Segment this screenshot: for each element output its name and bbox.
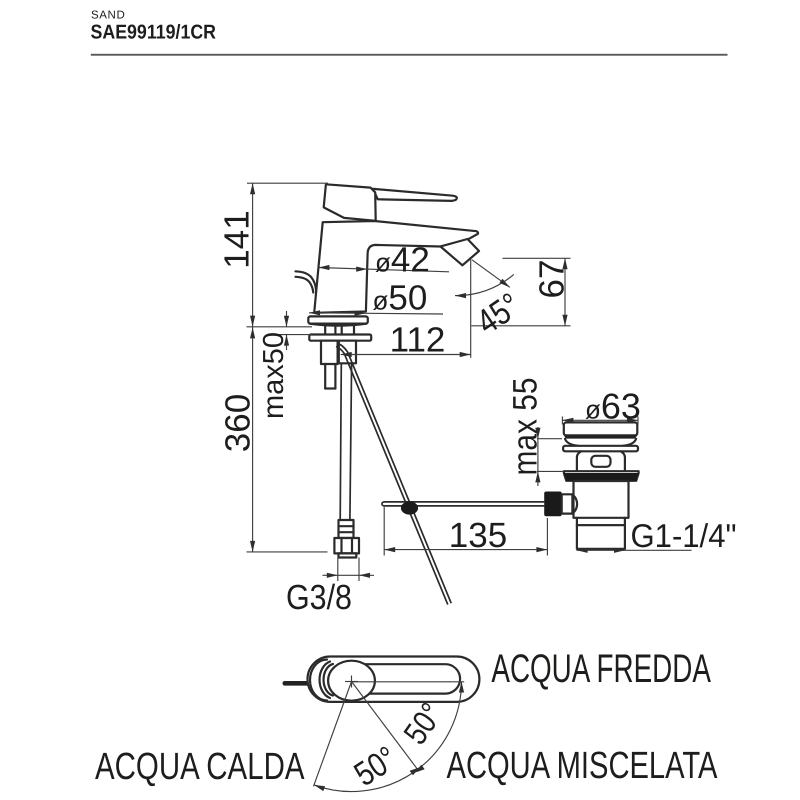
svg-text:max50: max50 (258, 332, 290, 419)
svg-text:max 55: max 55 (507, 378, 545, 476)
svg-text:135: 135 (449, 516, 507, 555)
svg-text:SAE99119/1CR: SAE99119/1CR (91, 21, 217, 43)
svg-text:50°: 50° (396, 696, 450, 751)
svg-text:G1-1/4": G1-1/4" (631, 517, 737, 554)
svg-text:ø50: ø50 (373, 279, 428, 318)
svg-text:112: 112 (390, 321, 446, 360)
svg-text:ø63: ø63 (585, 385, 641, 426)
svg-text:ACQUA CALDA: ACQUA CALDA (95, 746, 305, 788)
svg-text:50°: 50° (348, 739, 404, 794)
svg-text:360: 360 (219, 394, 258, 452)
svg-text:G3/8: G3/8 (286, 578, 352, 617)
svg-text:67: 67 (533, 260, 572, 299)
svg-text:141: 141 (218, 210, 257, 268)
svg-text:ø42: ø42 (375, 240, 430, 279)
svg-text:SAND: SAND (91, 10, 125, 22)
svg-text:45°: 45° (470, 286, 528, 343)
svg-text:ACQUA MISCELATA: ACQUA MISCELATA (447, 745, 718, 787)
svg-text:ACQUA FREDDA: ACQUA FREDDA (491, 647, 711, 691)
